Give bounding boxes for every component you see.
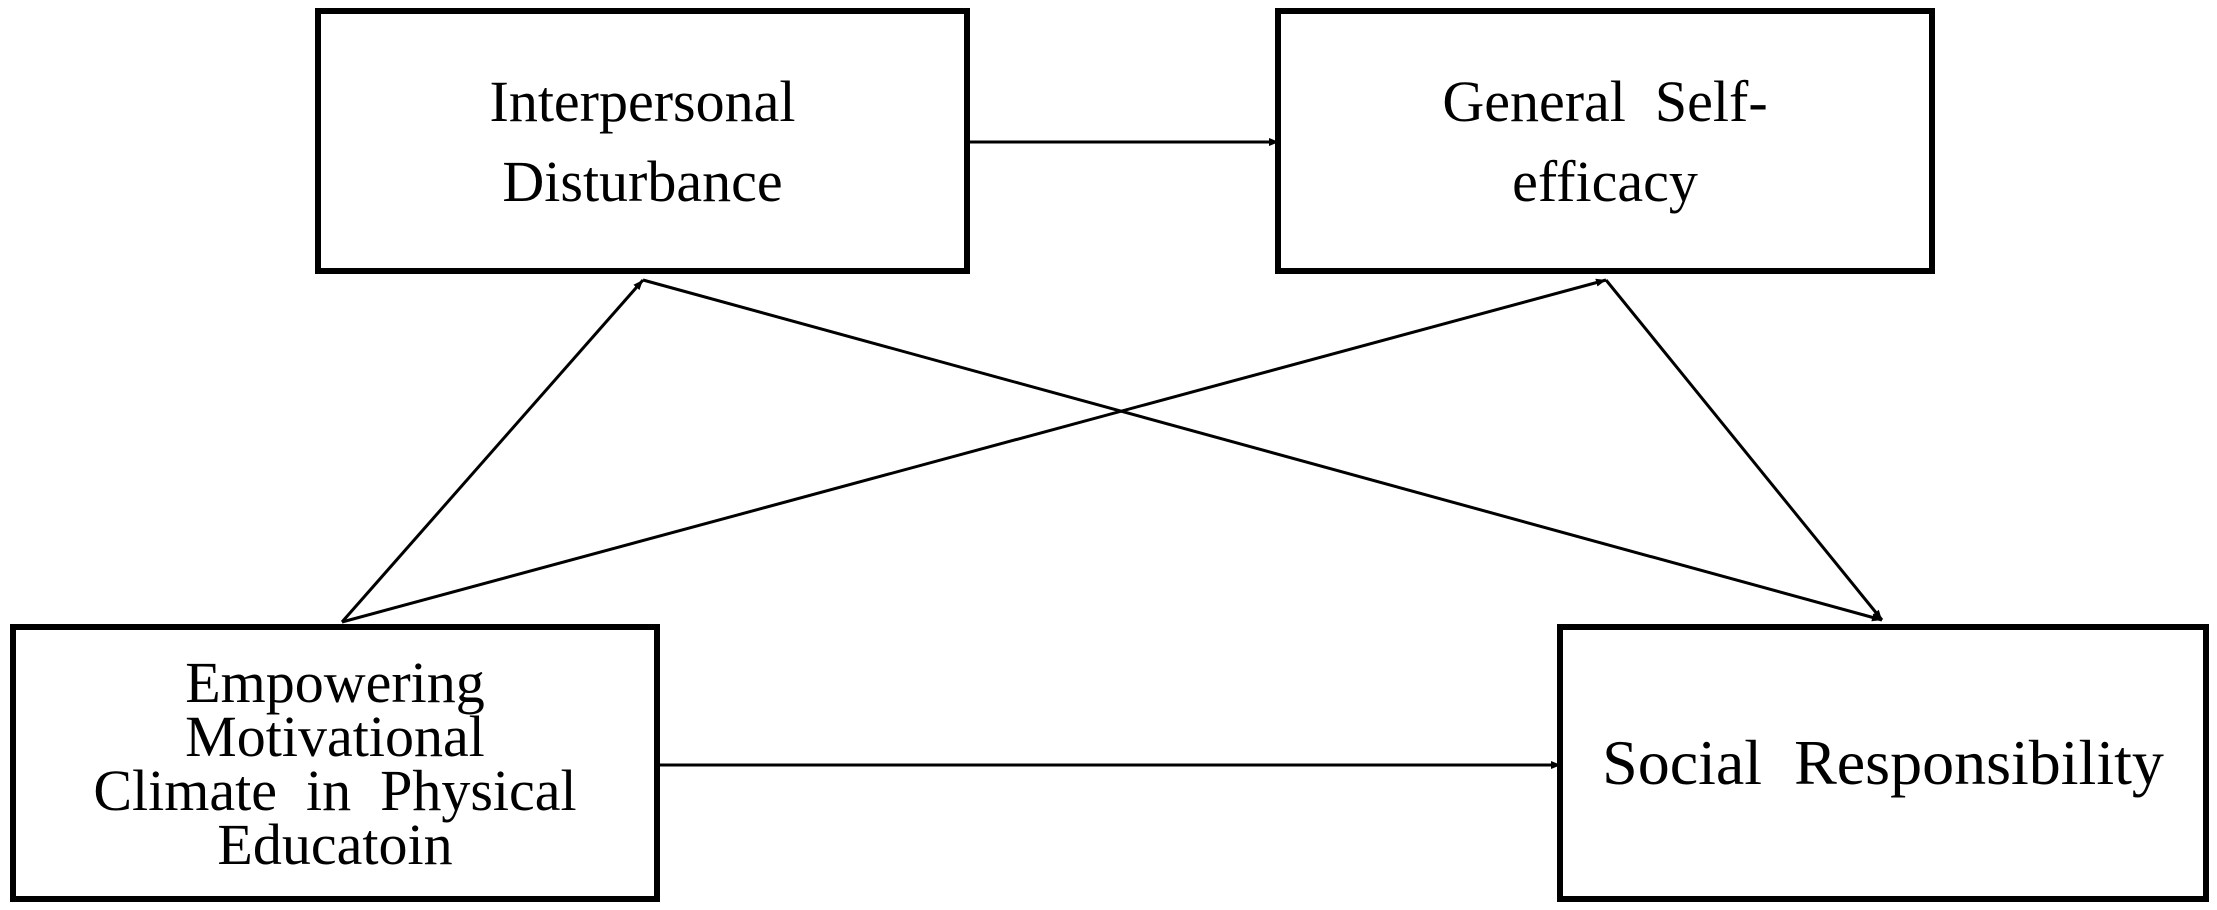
node-label-line: Interpersonal — [489, 69, 796, 134]
node-label-line: Disturbance — [502, 149, 783, 214]
edge-climate-to-interpersonal — [340, 279, 645, 623]
edge-climate-to-self-efficacy — [341, 278, 1607, 624]
node-label-line: Social Responsibility — [1602, 727, 2164, 798]
node-label-line: Motivational — [185, 704, 485, 769]
node-label-line: Empowering — [185, 650, 485, 715]
node-label-line: Climate in Physical — [93, 758, 577, 823]
node-social-responsibility: Social Responsibility — [1557, 624, 2209, 902]
node-general-self-efficacy: General Self- efficacy — [1275, 8, 1935, 274]
node-label-line: efficacy — [1512, 149, 1698, 214]
node-label-line: General Self- — [1442, 69, 1768, 134]
node-empowering-motivational-climate: Empowering Motivational Climate in Physi… — [10, 624, 660, 902]
node-label-line: Educatoin — [217, 812, 453, 877]
edge-self-efficacy-to-social-responsibility — [1604, 279, 1884, 621]
edge-interpersonal-to-social-responsibility — [642, 278, 1883, 622]
node-interpersonal-disturbance: Interpersonal Disturbance — [315, 8, 970, 274]
